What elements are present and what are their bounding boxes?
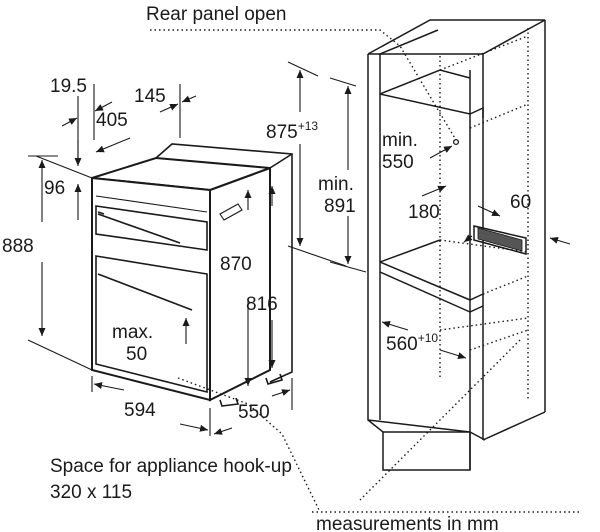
dim-min891-line1: min. (318, 174, 354, 195)
dim-min891-line2: 891 (324, 196, 356, 217)
dim-405: 405 (96, 110, 128, 131)
dim-min550-line2: 550 (382, 152, 414, 173)
dim-max-line1: max. (112, 322, 153, 343)
dim-888: 888 (2, 236, 34, 257)
dim-180: 180 (408, 202, 440, 223)
dim-145: 145 (134, 86, 166, 107)
dim-60: 60 (510, 192, 531, 213)
dim-550: 550 (238, 402, 270, 423)
oven (91, 143, 293, 407)
dim-min550-line1: min. (382, 130, 418, 151)
leader-lines (150, 29, 580, 513)
hookup-label-line1: Space for appliance hook-up (50, 456, 292, 477)
dim-870: 870 (220, 254, 252, 275)
units-label: measurements in mm (316, 514, 499, 532)
oven-dimension-lines (27, 84, 293, 436)
cabinet (367, 19, 546, 471)
annotation-labels: Rear panel open Space for appliance hook… (50, 4, 499, 532)
oven-dimension-labels: 19.5 145 405 96 888 870 816 max. 50 594 … (2, 76, 278, 423)
hookup-label-line2: 320 x 115 (50, 482, 132, 503)
dim-875: 875+13 (266, 119, 318, 143)
dim-594: 594 (124, 400, 156, 421)
dim-816: 816 (246, 294, 278, 315)
cabinet-dimension-lines (287, 61, 571, 359)
dim-19-5: 19.5 (50, 76, 87, 97)
dim-560: 560+10 (386, 331, 438, 355)
rear-panel-label: Rear panel open (146, 4, 287, 25)
dim-max-line2: 50 (126, 344, 147, 365)
cabinet-dimension-labels: 875+13 min. 891 min. 550 180 60 560+10 (266, 119, 531, 355)
dim-96: 96 (44, 178, 65, 199)
